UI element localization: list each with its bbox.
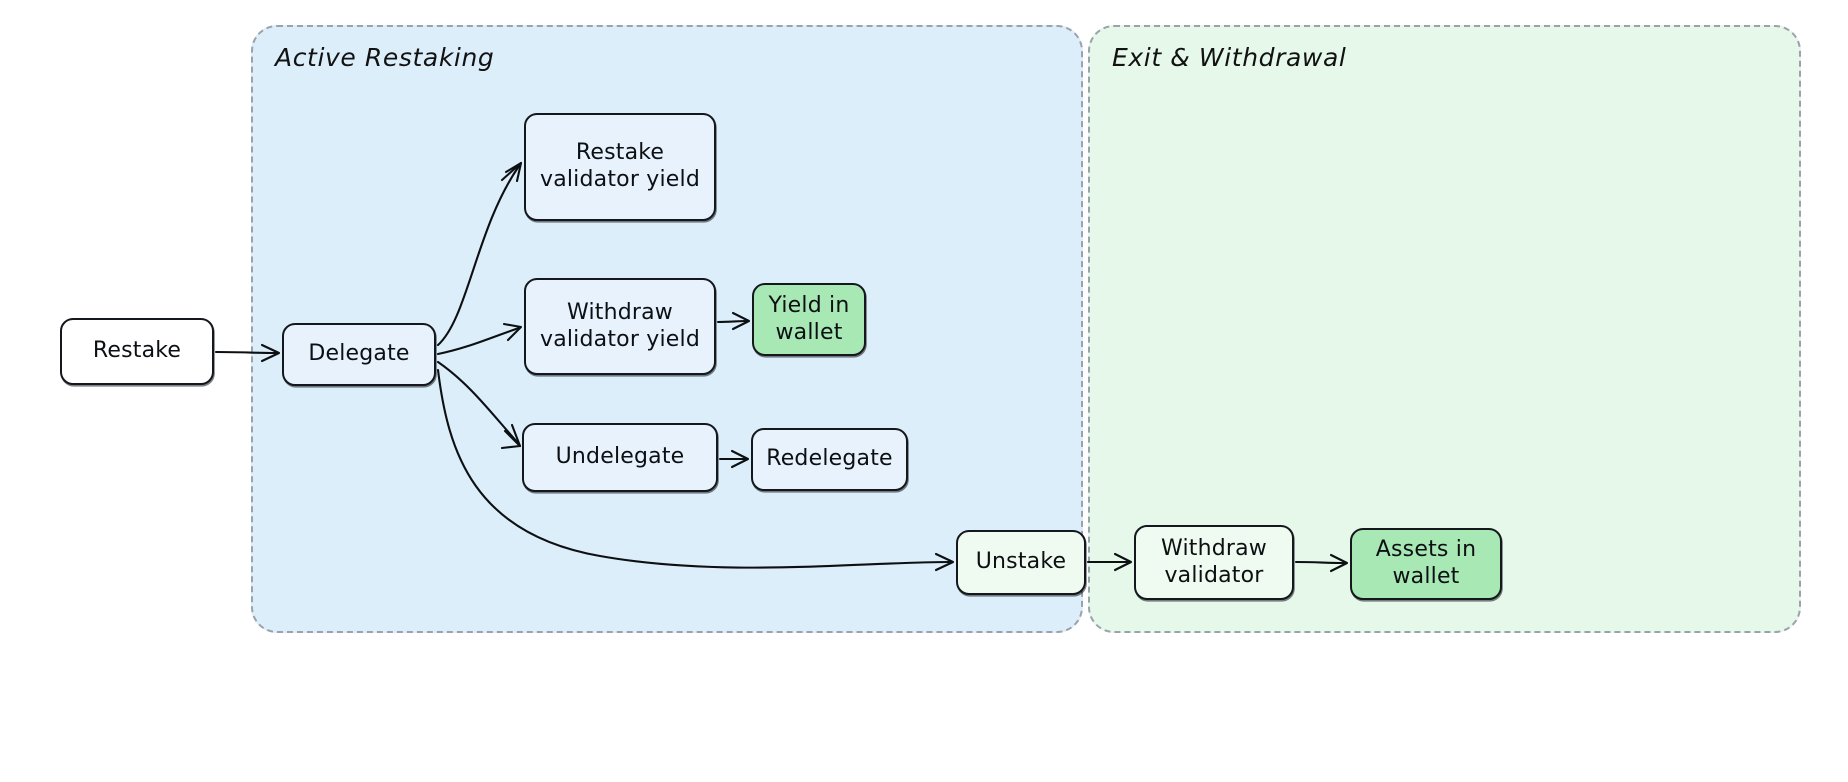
node-label: Redelegate — [766, 446, 893, 472]
group-label-active-restaking: Active Restaking — [275, 43, 495, 72]
node-label: Withdraw validator yield — [539, 299, 701, 352]
node-delegate[interactable]: Delegate — [282, 323, 436, 386]
node-yield-in-wallet[interactable]: Yield in wallet — [752, 283, 866, 356]
node-label: Yield in wallet — [768, 292, 850, 345]
node-label: Unstake — [975, 549, 1067, 575]
node-label: Assets in wallet — [1375, 537, 1477, 589]
node-label: Delegate — [308, 341, 410, 367]
node-undelegate[interactable]: Undelegate — [522, 423, 718, 492]
node-withdraw-validator-yield[interactable]: Withdraw validator yield — [524, 278, 716, 375]
node-redelegate[interactable]: Redelegate — [751, 428, 908, 491]
node-label: Withdraw validator — [1160, 535, 1268, 588]
node-restake[interactable]: Restake — [60, 318, 214, 385]
node-label: Restake — [92, 338, 182, 364]
node-assets-in-wallet[interactable]: Assets in wallet — [1350, 528, 1502, 600]
node-withdraw-validator[interactable]: Withdraw validator — [1134, 525, 1294, 600]
node-unstake[interactable]: Unstake — [956, 530, 1086, 595]
node-label: Restake validator yield — [539, 140, 701, 192]
node-label: Undelegate — [555, 444, 685, 470]
node-restake-validator-yield[interactable]: Restake validator yield — [524, 113, 716, 221]
group-label-exit-withdrawal: Exit & Withdrawal — [1112, 43, 1347, 72]
